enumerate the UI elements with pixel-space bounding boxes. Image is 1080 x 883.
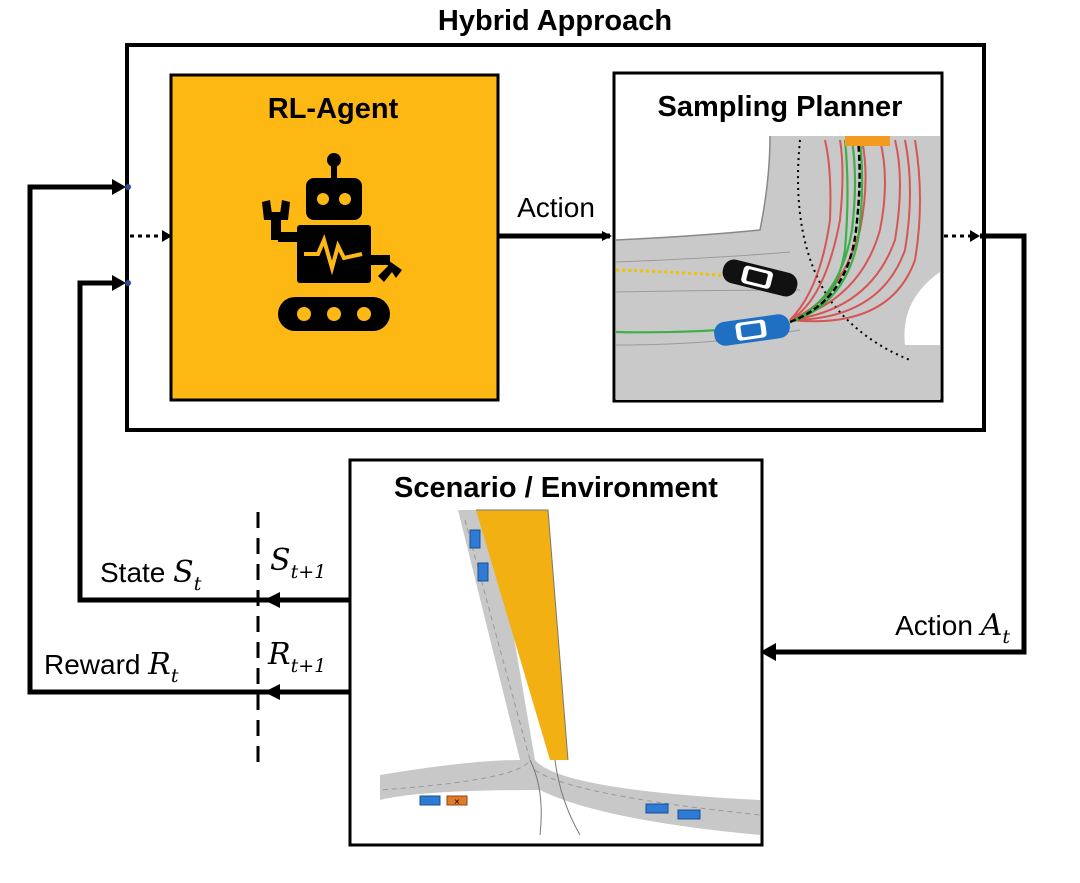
edge-action-top-label: Action — [517, 192, 595, 223]
reward-label: Reward Rt — [44, 647, 179, 687]
rl-agent-box — [169, 73, 500, 402]
rl-agent-label: RL-Agent — [268, 93, 399, 125]
ego-car-icon — [714, 314, 790, 346]
svg-text:×: × — [454, 797, 461, 806]
environment-label: Scenario / Environment — [394, 472, 718, 504]
reward-next-label: Rt+1 — [267, 637, 326, 677]
state-label: State St — [100, 555, 202, 595]
edge-action-bottom — [772, 233, 1027, 655]
edge-reward — [27, 184, 350, 695]
diagram-title: Hybrid Approach — [438, 5, 672, 37]
robot-icon — [262, 153, 402, 331]
planner-scene — [616, 136, 940, 400]
environment-scene: × — [379, 509, 761, 836]
state-next-label: St+1 — [270, 543, 326, 583]
edge-action-bottom-label: Action At — [895, 608, 1010, 648]
sampling-planner-label: Sampling Planner — [658, 91, 903, 123]
edge-state — [77, 280, 350, 603]
other-car-icon — [722, 259, 798, 297]
